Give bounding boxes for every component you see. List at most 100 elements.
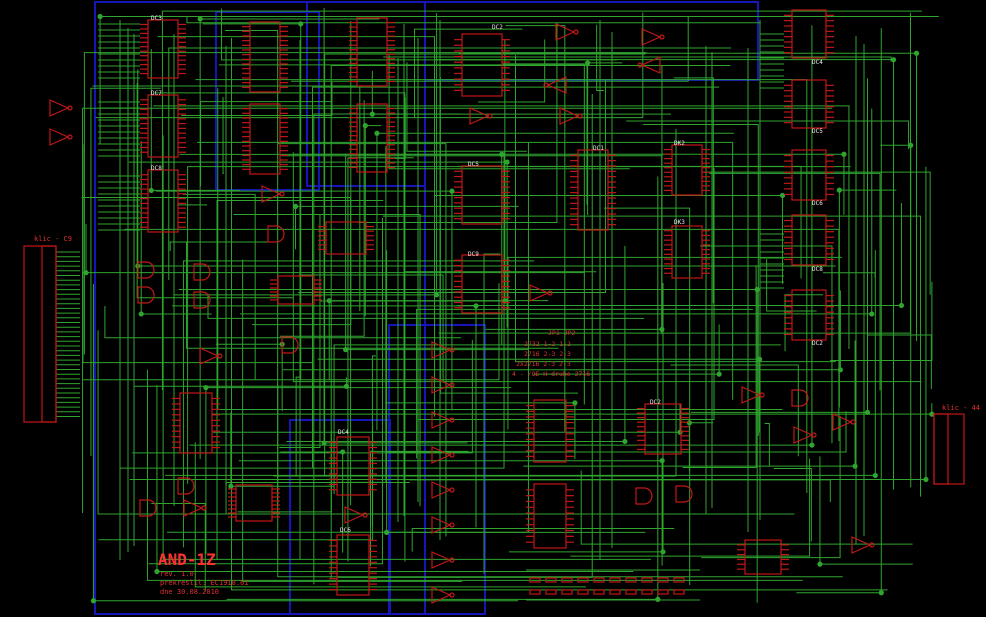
- wire-trace: [477, 39, 546, 103]
- inverter-bubble: [279, 191, 285, 197]
- wire-trace: [277, 143, 447, 537]
- resistor: [593, 589, 605, 595]
- inverter-bubble: [67, 105, 73, 111]
- junction-dot: [864, 409, 871, 415]
- wire-trace: [240, 108, 873, 315]
- ic-chip: [791, 149, 827, 201]
- ic-chip: [461, 165, 503, 225]
- wire-trace: [216, 200, 384, 561]
- chip-label: DC4: [338, 429, 349, 436]
- junction-dot: [473, 303, 479, 309]
- chip-label: DC6: [340, 527, 351, 534]
- wire-trace: [293, 153, 845, 215]
- buffer-gate: [49, 128, 70, 146]
- wire-trace: [414, 28, 523, 119]
- wire-trace: [199, 18, 380, 460]
- buffer-gate: [832, 413, 853, 431]
- wire-trace: [182, 260, 535, 548]
- and-gate: [137, 261, 155, 279]
- chip-label: DC4: [812, 59, 823, 66]
- resistor: [641, 589, 653, 595]
- ic-chip: [356, 17, 388, 87]
- board-title: AND-1Z: [158, 550, 216, 569]
- inverter-bubble: [449, 487, 455, 493]
- buffer-gate: [641, 28, 662, 46]
- buffer-gate: [431, 481, 452, 499]
- ic-chip: [461, 254, 503, 314]
- junction-dot: [449, 188, 455, 194]
- buffer-gate: [640, 56, 661, 74]
- ic-chip: [744, 539, 782, 575]
- wire-trace: [95, 12, 644, 119]
- wire-trace: [277, 384, 843, 578]
- wire-trace: [187, 166, 851, 484]
- inverter-bubble: [577, 113, 583, 119]
- junction-dot: [869, 311, 875, 317]
- ic-chip: [644, 403, 682, 455]
- wire-trace: [507, 256, 842, 430]
- and-gate: [193, 263, 211, 281]
- resistor: [529, 577, 541, 583]
- junction-dot: [836, 187, 842, 193]
- ic-chip: [147, 19, 179, 79]
- junction-dot: [374, 130, 380, 136]
- revision: rev. 1.0: [160, 570, 194, 578]
- junction-dot: [292, 203, 299, 209]
- wire-trace: [233, 214, 421, 507]
- ic-chip: [671, 225, 703, 279]
- ic-chip: [336, 436, 370, 496]
- jumper-header: JP1 JP2: [548, 329, 575, 337]
- wire-trace: [385, 402, 576, 460]
- wire-trace: [237, 430, 332, 513]
- wire-trace: [151, 503, 206, 592]
- junction-dot: [97, 13, 103, 20]
- resistor: [561, 577, 573, 583]
- ic-chip: [249, 21, 281, 93]
- inverter-bubble: [449, 592, 455, 598]
- inverter-bubble: [543, 82, 549, 88]
- wire-trace: [295, 205, 519, 250]
- junction-dot: [809, 442, 815, 448]
- wire-trace: [97, 330, 795, 515]
- junction-dot: [754, 286, 760, 293]
- junction-dot: [660, 549, 666, 555]
- wire-trace: [242, 259, 463, 582]
- resistor: [673, 577, 685, 583]
- wire-trace: [186, 17, 761, 24]
- junction-dot: [841, 151, 847, 157]
- buffer-gate: [555, 23, 576, 41]
- wire-trace: [382, 215, 922, 497]
- inverter-bubble: [217, 353, 223, 359]
- ic-chip: [356, 103, 388, 173]
- ic-chip: [325, 221, 367, 255]
- resistor: [609, 589, 621, 595]
- chip-label: DC2: [812, 340, 823, 347]
- chip-labels: DC3 DC7 DC8 DC2 DC5 DC9 DC1 DC4 DC6 DC2 …: [151, 15, 823, 534]
- wire-trace: [119, 152, 505, 469]
- junction-dot: [298, 21, 304, 27]
- inverter-bubble: [362, 512, 368, 518]
- wire-trace: [458, 52, 918, 341]
- junction-dot: [817, 561, 823, 567]
- title-block: AND-1Z rev. 1.0 prekreslil: EC1918.61 dn…: [158, 550, 249, 596]
- inverter-bubble: [487, 113, 493, 119]
- and-gate: [177, 477, 195, 495]
- wire-trace: [83, 283, 500, 381]
- chip-label: DC8: [151, 165, 162, 172]
- junction-dot: [872, 472, 878, 479]
- buffer-gate: [49, 99, 70, 117]
- buffer-gate: [431, 411, 452, 429]
- buffer-gate: [431, 376, 452, 394]
- wire-trace: [82, 107, 832, 513]
- junction-dot: [340, 449, 346, 455]
- connector-right: klic - 44: [933, 404, 980, 485]
- wire-trace: [383, 56, 892, 62]
- wire-trace: [313, 113, 461, 585]
- wire-trace: [146, 369, 803, 581]
- resistor: [529, 589, 541, 595]
- wire-trace: [866, 334, 932, 390]
- chip-label: DC2: [650, 399, 661, 406]
- wire-trace: [186, 242, 559, 349]
- wire-trace: [82, 144, 313, 364]
